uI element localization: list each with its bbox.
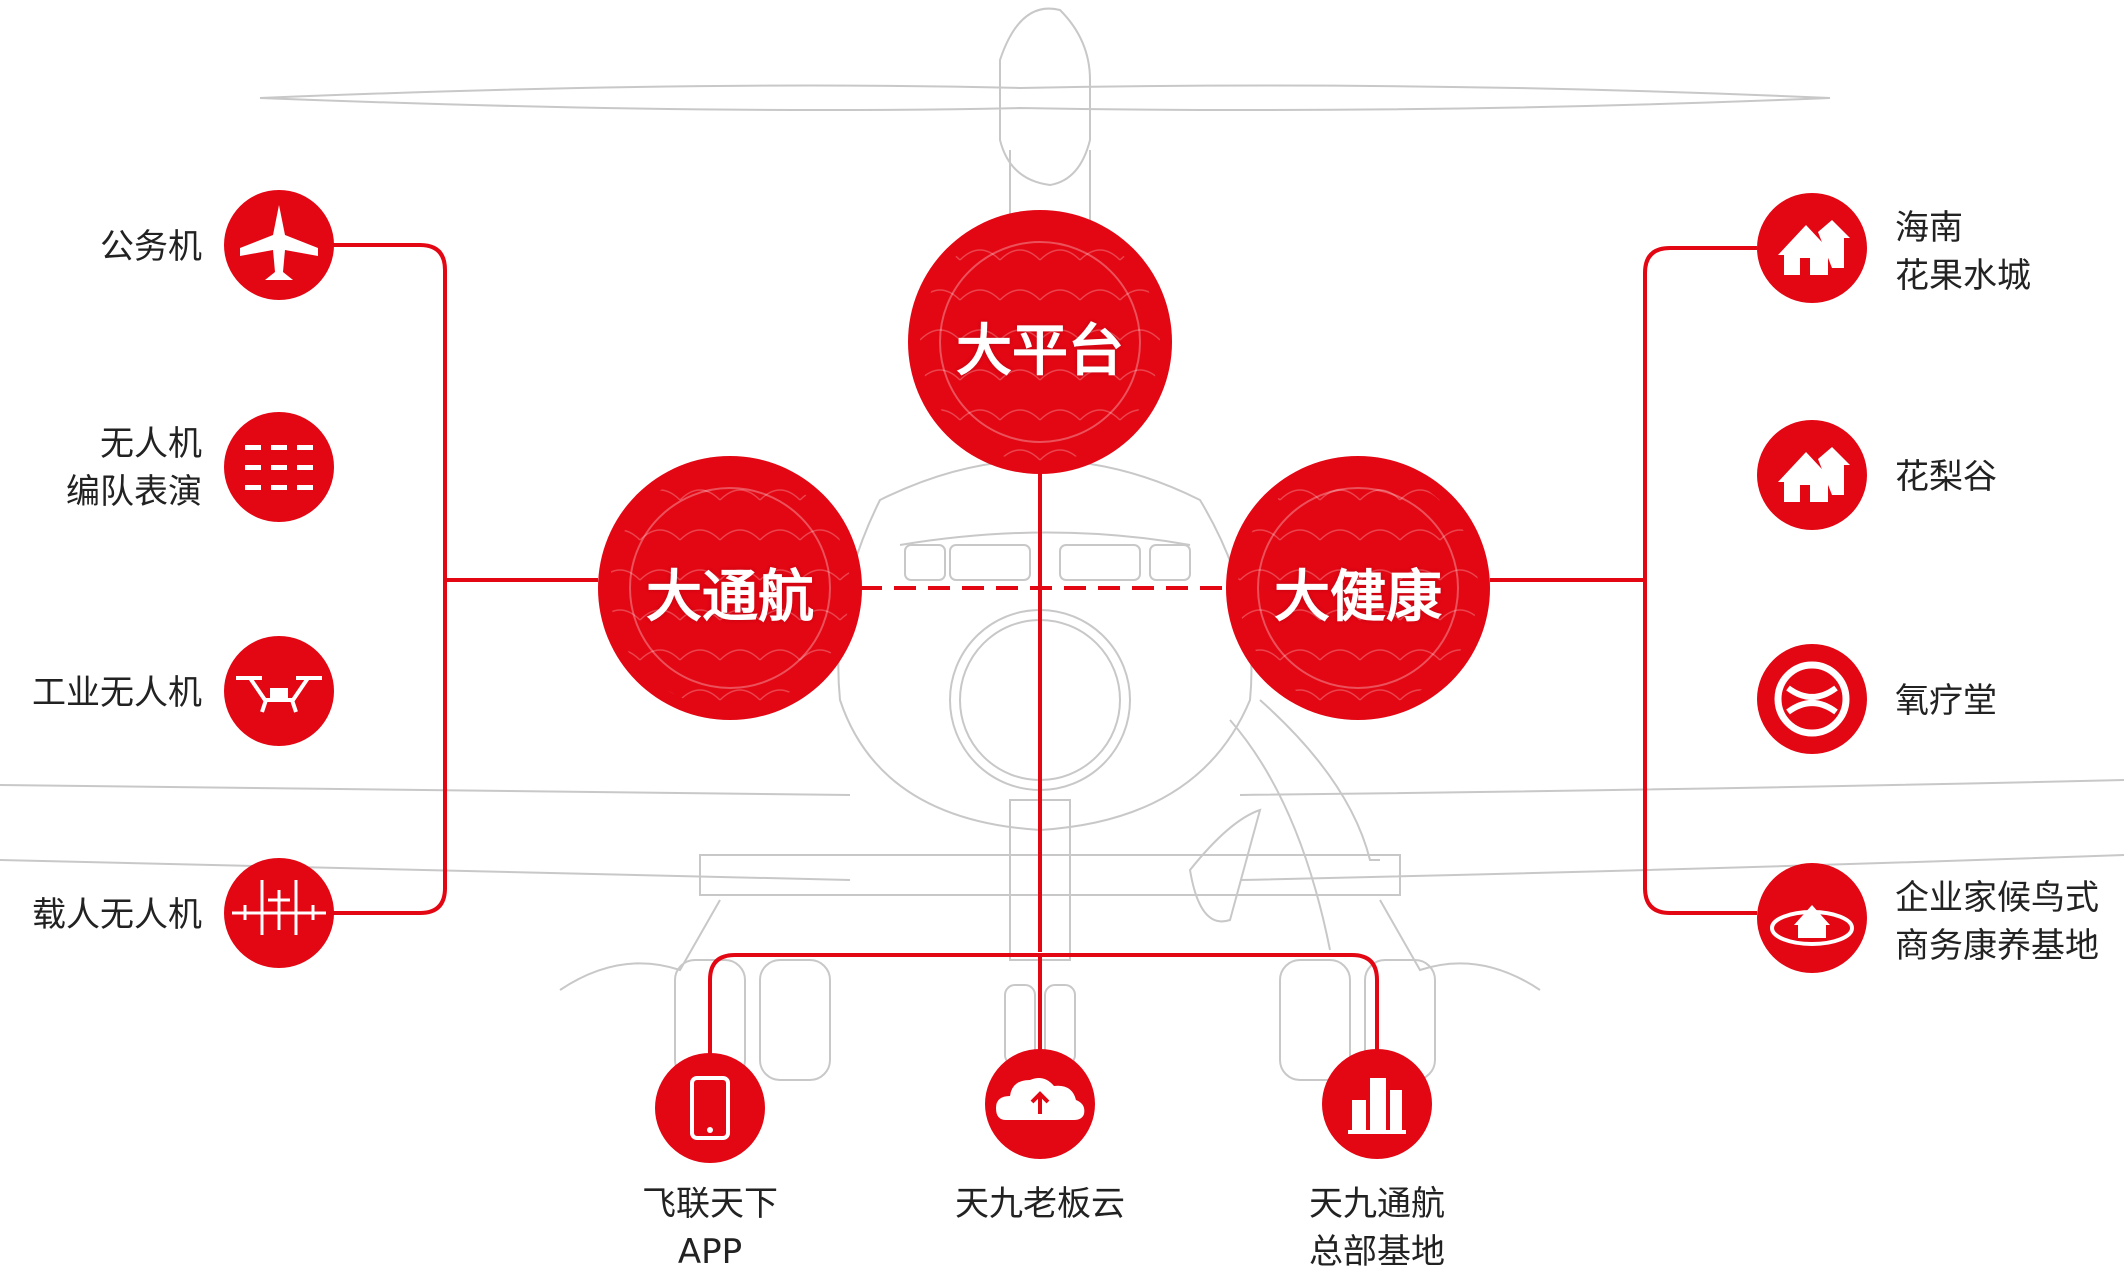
- cloud-upload-icon[interactable]: [985, 1049, 1095, 1159]
- left-item-label-2: 无人机 编队表演: [66, 424, 202, 512]
- hub-right-label: 大健康: [1274, 565, 1442, 630]
- bottom-icon-circles: [655, 1049, 1432, 1163]
- left-item-label-4: 载人无人机: [32, 895, 202, 935]
- left-icon-circles: [224, 190, 334, 968]
- bottom-item-label-1: 飞联天下 APP: [642, 1184, 778, 1272]
- phone-icon[interactable]: [655, 1053, 765, 1163]
- right-item-label-3: 氧疗堂: [1895, 681, 1997, 721]
- building-icon[interactable]: [1322, 1049, 1432, 1159]
- left-bracket-line: [330, 243, 447, 915]
- bottom-item-label-3: 天九通航 总部基地: [1309, 1184, 1445, 1272]
- manned-drone-icon[interactable]: [224, 858, 334, 968]
- hub-right[interactable]: [1226, 456, 1490, 720]
- right-item-label-1: 海南 花果水城: [1895, 208, 2031, 296]
- resort-icon[interactable]: [1757, 863, 1867, 973]
- connector-lines: [330, 243, 1757, 1058]
- house-icon[interactable]: [1757, 193, 1867, 303]
- bottom-bracket-line: [708, 953, 1379, 1058]
- left-item-label-3: 工业无人机: [32, 673, 202, 713]
- right-icon-circles: [1757, 193, 1867, 973]
- right-item-label-4: 企业家候鸟式 商务康养基地: [1895, 878, 2099, 966]
- hub-left-label: 大通航: [646, 565, 814, 630]
- right-item-label-2: 花梨谷: [1895, 457, 1997, 497]
- right-bracket-line: [1643, 246, 1757, 915]
- oxygen-icon[interactable]: [1757, 644, 1867, 754]
- hub-top-label: 大平台: [956, 319, 1124, 384]
- drone-formation-icon[interactable]: [224, 412, 334, 522]
- bottom-item-label-2: 天九老板云: [955, 1184, 1125, 1224]
- left-item-label-1: 公务机: [100, 227, 202, 267]
- house-icon[interactable]: [1757, 420, 1867, 530]
- hub-left[interactable]: [598, 456, 862, 720]
- industrial-drone-icon[interactable]: [224, 636, 334, 746]
- hub-top[interactable]: [908, 210, 1172, 474]
- airplane-icon[interactable]: [224, 190, 334, 300]
